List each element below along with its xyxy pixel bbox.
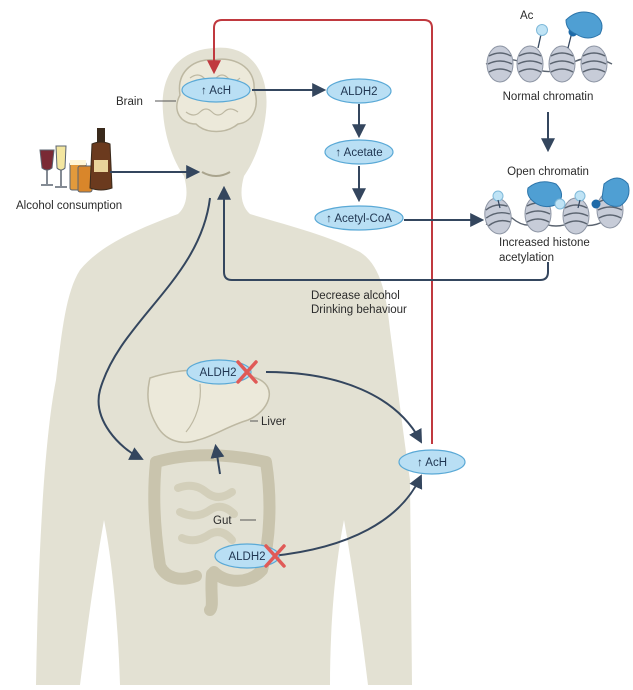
acetyltransferase-icon xyxy=(565,11,603,39)
gut-icon xyxy=(148,449,276,616)
node-acetyl-coa-label: ↑ Acetyl-CoA xyxy=(326,213,392,225)
node-aldh2-top-label: ALDH2 xyxy=(340,86,377,98)
node-ach-blood-label: ↑ AcH xyxy=(417,457,447,469)
node-aldh2-liver: ALDH2 xyxy=(186,359,258,385)
node-ach-brain-label: ↑ AcH xyxy=(201,85,231,97)
node-acetate: ↑ Acetate xyxy=(324,139,394,165)
open-chromatin-label: Open chromatin xyxy=(507,166,589,178)
feedback-arrow xyxy=(207,19,433,444)
node-ach-brain: ↑ AcH xyxy=(181,77,251,103)
arrow-liver-to-ach xyxy=(265,371,423,444)
arrow-mouth-to-gut xyxy=(97,197,211,460)
gut-label: Gut xyxy=(213,515,232,527)
open-chromatin-icon xyxy=(481,177,630,237)
alcohol-consumption-label: Alcohol consumption xyxy=(16,200,122,212)
normal-chromatin-icon xyxy=(485,11,613,83)
liquor-bottle-icon xyxy=(89,128,113,191)
champagne-glass-icon xyxy=(55,145,67,188)
liver-label: Liver xyxy=(261,416,286,428)
node-aldh2-top: ALDH2 xyxy=(326,78,392,104)
node-aldh2-gut-label: ALDH2 xyxy=(228,551,265,563)
node-aldh2-gut: ALDH2 xyxy=(214,543,286,569)
node-acetyl-coa: ↑ Acetyl-CoA xyxy=(314,205,404,231)
mouth-icon xyxy=(201,171,231,177)
decrease-alcohol-label-2: Drinking behaviour xyxy=(311,304,407,316)
increased-acetylation-label-1: Increased histone xyxy=(499,237,590,249)
cross-icon xyxy=(264,544,286,568)
arrow-gut-to-liver xyxy=(210,443,225,475)
decrease-alcohol-label-1: Decrease alcohol xyxy=(311,290,400,302)
beer-glass-icon xyxy=(69,160,93,193)
wine-glass-icon xyxy=(39,149,55,186)
brain-label: Brain xyxy=(116,96,143,108)
node-aldh2-liver-label: ALDH2 xyxy=(199,367,236,379)
increased-acetylation-label-2: acetylation xyxy=(499,252,554,264)
ac-label: Ac xyxy=(520,10,534,22)
cross-icon xyxy=(236,360,258,384)
node-acetate-label: ↑ Acetate xyxy=(335,147,382,159)
acetyl-group-icon xyxy=(536,24,548,36)
normal-chromatin-label: Normal chromatin xyxy=(503,91,594,103)
arrow-gut-to-ach xyxy=(271,474,423,557)
arrow-behaviour-feedback xyxy=(217,185,549,281)
node-ach-blood: ↑ AcH xyxy=(398,449,466,475)
